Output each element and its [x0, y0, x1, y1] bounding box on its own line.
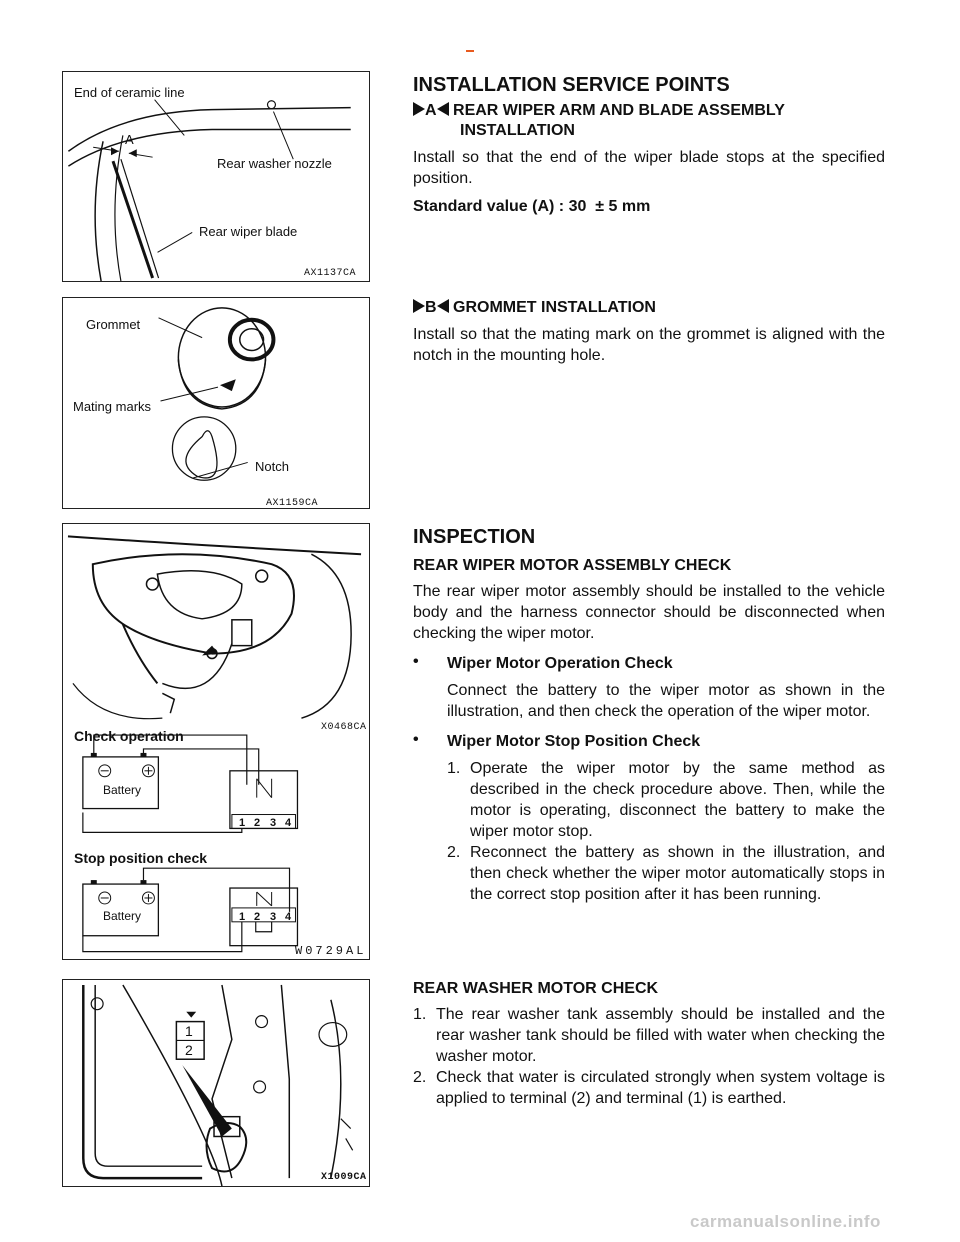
label-end-of-ceramic-line: End of ceramic line: [74, 85, 185, 100]
grommet-section: B GROMMET INSTALLATION Install so that t…: [413, 298, 885, 366]
step-number: 1.: [447, 760, 461, 777]
washer-check-heading: REAR WASHER MOTOR CHECK: [413, 980, 659, 997]
step-number: 2.: [447, 844, 461, 861]
operation-check-item: • Wiper Motor Operation Check Connect th…: [413, 653, 885, 722]
washer-step: 2. Check that water is circulated strong…: [413, 1067, 885, 1109]
section-title: INSTALLATION SERVICE POINTS: [413, 74, 730, 96]
step-text: Reconnect the battery as shown in the il…: [470, 844, 885, 903]
motor-check-text: The rear wiper motor assembly should be …: [413, 583, 885, 642]
bullet: •: [413, 653, 419, 670]
terminal-1-label: 1: [185, 1023, 193, 1039]
terminal-label: 4: [285, 911, 292, 923]
subsection-a-heading: A REAR WIPER ARM AND BLADE ASSEMBLY INST…: [413, 101, 885, 141]
label-rear-washer-nozzle: Rear washer nozzle: [217, 156, 332, 171]
operation-check-heading: Wiper Motor Operation Check: [447, 655, 673, 672]
figure-code: AX1159CA: [266, 498, 319, 509]
left-triangle-icon: [436, 102, 449, 116]
stop-position-heading: Wiper Motor Stop Position Check: [447, 733, 701, 750]
label-rear-wiper-blade: Rear wiper blade: [199, 224, 298, 239]
terminal-label: 2: [254, 911, 261, 923]
label-notch: Notch: [255, 459, 289, 474]
label-battery-1: Battery: [103, 783, 142, 797]
step-number: 1.: [413, 1006, 427, 1023]
marker-letter: A: [425, 102, 437, 119]
figure-grommet: Grommet Mating marks Notch AX1159CA: [62, 297, 370, 509]
washer-step: 1. The rear washer tank assembly should …: [413, 1004, 885, 1067]
label-stop-position-check: Stop position check: [74, 850, 208, 866]
washer-check-section: REAR WASHER MOTOR CHECK 1. The rear wash…: [413, 980, 885, 1109]
subsection-b-text: Install so that the mating mark on the g…: [413, 326, 885, 364]
left-triangle-icon: [436, 299, 449, 313]
heading-text: GROMMET INSTALLATION: [453, 299, 656, 316]
subsection-a-text: Install so that the end of the wiper bla…: [413, 149, 885, 187]
step-text: Check that water is circulated strongly …: [436, 1069, 885, 1107]
section-title: INSPECTION: [413, 526, 536, 548]
figure-code-bottom: W0729AL: [295, 944, 367, 958]
motor-check-heading: REAR WIPER MOTOR ASSEMBLY CHECK: [413, 557, 732, 574]
operation-check-text: Connect the battery to the wiper motor a…: [447, 682, 885, 720]
label-check-operation: Check operation: [74, 728, 184, 744]
washer-motor-illustration: [82, 984, 354, 1186]
terminal-2-label: 2: [185, 1042, 193, 1058]
figure-code: X1009CA: [321, 1172, 367, 1183]
right-triangle-icon: [413, 102, 425, 116]
terminal-label: 2: [254, 817, 261, 829]
marker-letter: B: [425, 299, 437, 316]
subsection-b-heading: B GROMMET INSTALLATION: [413, 298, 885, 318]
heading-line-2: INSTALLATION: [460, 122, 575, 139]
inspection-section: INSPECTION REAR WIPER MOTOR ASSEMBLY CHE…: [413, 526, 885, 905]
heading-line-1: REAR WIPER ARM AND BLADE ASSEMBLY: [453, 102, 785, 119]
figure-wiper-blade: End of ceramic line A Rear washer nozzle…: [62, 71, 370, 282]
figure-code-top: X0468CA: [321, 722, 367, 733]
standard-value: Standard value (A) : 30 ± 5 mm: [413, 198, 651, 215]
watermark: carmanualsonline.info: [690, 1212, 881, 1231]
wiper-blade-illustration: [67, 99, 351, 281]
label-battery-2: Battery: [103, 909, 142, 923]
bullet: •: [413, 731, 419, 748]
terminal-label: 3: [270, 817, 277, 829]
step-text: Operate the wiper motor by the same meth…: [470, 760, 885, 840]
installation-section: INSTALLATION SERVICE POINTS A REAR WIPER…: [413, 74, 885, 217]
terminal-label: 4: [285, 817, 292, 829]
wiper-motor-illustration: [67, 535, 362, 953]
label-grommet: Grommet: [86, 317, 141, 332]
header-mark: [466, 50, 474, 52]
terminal-label: 1: [239, 817, 246, 829]
right-triangle-icon: [413, 299, 425, 313]
figure-code: AX1137CA: [304, 268, 357, 279]
terminal-label: 3: [270, 911, 277, 923]
step-number: 2.: [413, 1069, 427, 1086]
stop-position-item: • Wiper Motor Stop Position Check 1. Ope…: [413, 731, 885, 905]
label-mating-marks: Mating marks: [73, 399, 152, 414]
label-a: A: [125, 132, 134, 147]
figure-washer-motor: 1 2 X1009CA: [62, 979, 370, 1187]
terminal-label: 1: [239, 911, 246, 923]
step-text: The rear washer tank assembly should be …: [436, 1006, 885, 1065]
figure-wiper-motor-check: X0468CA Check operation Battery Stop pos…: [62, 523, 370, 960]
stop-step: 1. Operate the wiper motor by the same m…: [413, 758, 885, 842]
stop-step: 2. Reconnect the battery as shown in the…: [413, 842, 885, 905]
grommet-illustration: [158, 307, 276, 481]
